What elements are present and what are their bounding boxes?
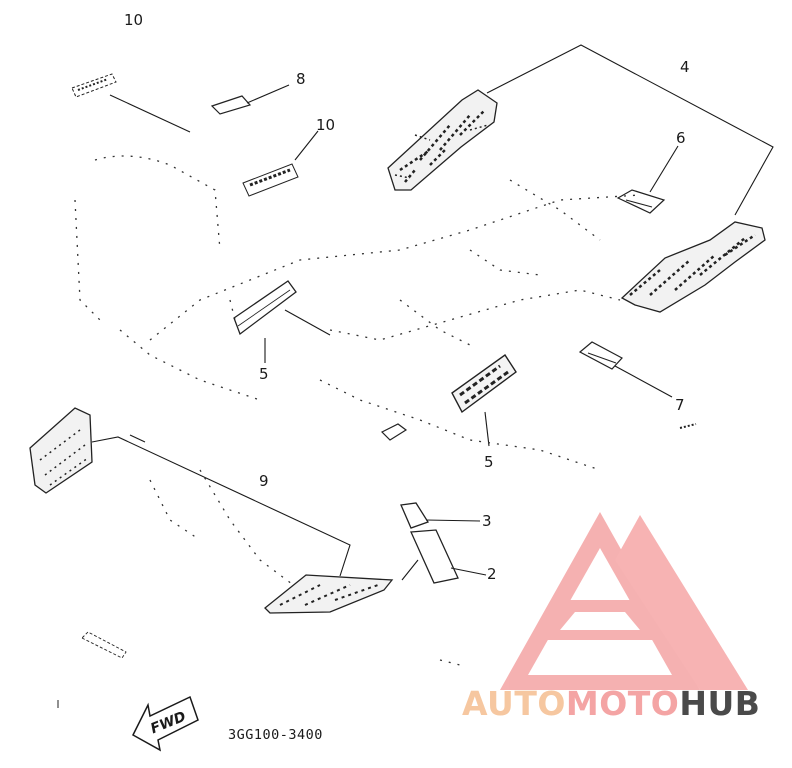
callout-5-center: 5 (484, 453, 494, 471)
part-number-label: 3GG100-3400 (228, 727, 323, 743)
callout-10-top: 10 (124, 11, 144, 29)
part-7-decal (578, 341, 697, 429)
callout-3: 3 (482, 512, 492, 530)
part-9-panel-lower (264, 574, 394, 614)
callout-10-center: 10 (316, 116, 336, 134)
part-2-reflector (410, 529, 459, 584)
body-outline (74, 155, 641, 666)
part-4-side-decal-upper (387, 89, 498, 191)
part-10-decal-left (71, 73, 117, 98)
part-4-side-decal-lower (620, 221, 766, 313)
callout-4: 4 (680, 58, 690, 76)
part-5-decal-left (233, 280, 297, 336)
part-5-emblem-center (451, 354, 517, 414)
fastener-small (380, 423, 408, 441)
part-6-decal (616, 189, 666, 214)
watermark-text: AUTOMOTOHUB (462, 687, 760, 720)
callout-7: 7 (675, 396, 685, 414)
watermark-hub: HUB (679, 684, 761, 723)
callout-6: 6 (676, 129, 686, 147)
watermark-moto: MOTO (565, 684, 680, 723)
watermark-auto: AUTO (462, 684, 566, 723)
fwd-arrow-decal (132, 695, 199, 752)
part-3-reflector (400, 502, 429, 529)
callout-5-left: 5 (259, 365, 269, 383)
leader-lines (91, 44, 774, 581)
watermark-logo (500, 512, 748, 690)
small-decal-lower-left (57, 631, 127, 708)
part-10-decal-center (242, 163, 299, 197)
callout-9: 9 (259, 472, 269, 490)
callout-8: 8 (296, 70, 306, 88)
part-9-panel-left (29, 407, 93, 494)
callout-2: 2 (487, 565, 497, 583)
part-8-decal (210, 95, 252, 115)
